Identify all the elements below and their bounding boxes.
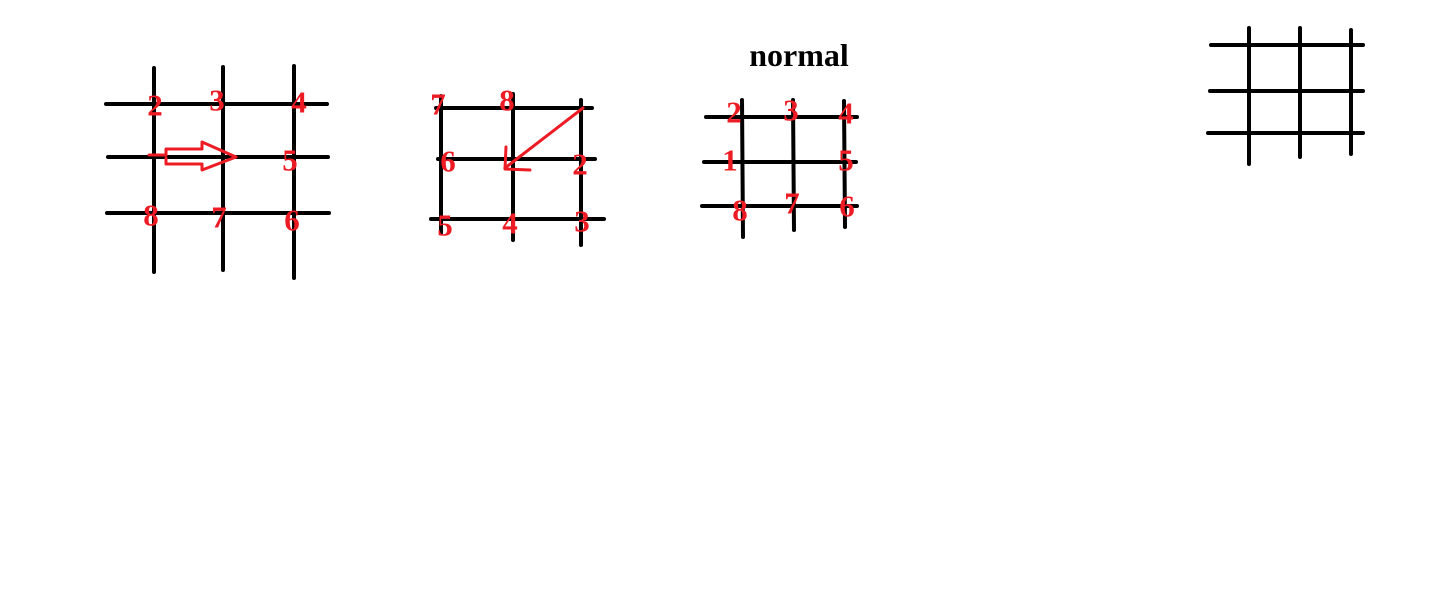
grid-3-label: 2 (726, 95, 742, 130)
grid-2: 7 8 6 2 5 4 3 (429, 83, 606, 247)
grid-2-label: 3 (574, 204, 590, 239)
grid-1-label: 5 (282, 143, 298, 178)
grid-3-label: 1 (722, 143, 738, 178)
grid-4 (1206, 26, 1365, 166)
grid-2-label: 4 (502, 206, 518, 241)
grid-1-label: 6 (284, 203, 300, 238)
grid-3-label: 6 (839, 189, 855, 224)
grid-2-label: 8 (499, 83, 515, 118)
grid-3-label: 3 (783, 93, 799, 128)
grid-3-label: 4 (838, 96, 854, 131)
grid-2-label: 7 (430, 87, 446, 122)
grid-3-label: 8 (732, 193, 748, 228)
grid-3-label: 7 (784, 186, 800, 221)
grid-1-label: 2 (147, 88, 163, 123)
hollow-arrow-right-icon (147, 140, 238, 172)
grid-3-label: 5 (838, 143, 854, 178)
grid-1-label: 8 (143, 198, 159, 233)
grid-3: normal 2 3 4 1 5 8 7 6 (700, 37, 859, 239)
grid-1-label: 4 (291, 85, 307, 120)
grid-1-label: 7 (211, 200, 227, 235)
diagonal-arrow-down-left-icon (503, 106, 585, 172)
grid-3-vline-right (842, 99, 847, 229)
grid-1-label: 3 (209, 83, 225, 118)
grid-2-label: 2 (572, 147, 588, 182)
grid-3-title: normal (749, 37, 849, 73)
grid-3-vline-middle (791, 98, 796, 232)
grid-2-label: 5 (437, 208, 453, 243)
grid-3-vline-left (740, 98, 745, 239)
grid-2-label: 6 (440, 144, 456, 179)
grid-1: 2 3 4 5 6 7 8 (104, 64, 331, 280)
